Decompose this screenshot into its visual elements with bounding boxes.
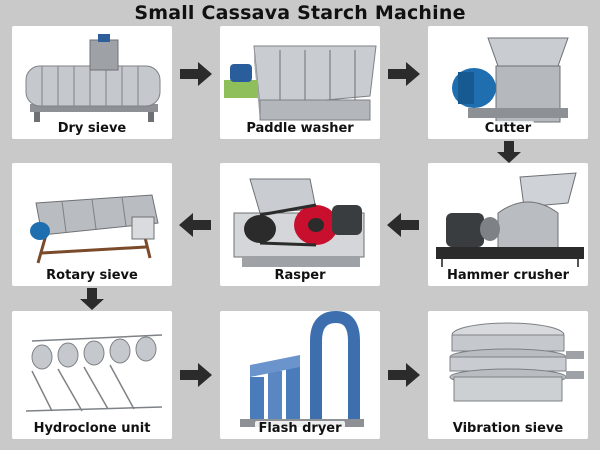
paddle-washer-illustration xyxy=(224,45,377,121)
step-rasper: Rasper xyxy=(220,163,380,286)
rotary-sieve-illustration xyxy=(30,194,159,264)
step-flash-dryer: Flash dryer xyxy=(220,311,380,439)
step-label: Rotary sieve xyxy=(43,268,141,283)
arrow-down-icon xyxy=(497,141,521,163)
arrow-right-icon xyxy=(388,62,420,86)
step-label: Vibration sieve xyxy=(449,421,567,436)
step-dry-sieve: Dry sieve xyxy=(12,26,172,139)
step-label: Cutter xyxy=(481,121,535,136)
vibration-sieve-illustration xyxy=(449,322,584,402)
flash-dryer-illustration xyxy=(240,311,364,427)
step-cutter: Cutter xyxy=(428,26,588,139)
hydroclone-illustration xyxy=(25,334,163,412)
step-label: Flash dryer xyxy=(255,421,345,436)
diagram-title: Small Cassava Starch Machine xyxy=(134,2,466,24)
step-rotary-sieve: Rotary sieve xyxy=(12,163,172,286)
rasper-illustration xyxy=(233,178,365,267)
cutter-illustration xyxy=(452,37,569,123)
step-label: Rasper xyxy=(271,268,329,283)
hammer-crusher-illustration xyxy=(436,172,584,267)
dry-sieve-illustration xyxy=(25,34,161,122)
arrow-left-icon xyxy=(387,213,419,237)
step-label: Paddle washer xyxy=(243,121,357,136)
step-hydroclone-unit: Hydroclone unit xyxy=(12,311,172,439)
step-vibration-sieve: Vibration sieve xyxy=(428,311,588,439)
arrow-left-icon xyxy=(179,213,211,237)
arrow-down-icon xyxy=(80,288,104,310)
step-label: Hydroclone unit xyxy=(30,421,154,436)
step-label: Hammer crusher xyxy=(443,268,573,283)
arrow-right-icon xyxy=(180,62,212,86)
arrow-right-icon xyxy=(388,363,420,387)
step-label: Dry sieve xyxy=(54,121,130,136)
step-hammer-crusher: Hammer crusher xyxy=(428,163,588,286)
arrow-right-icon xyxy=(180,363,212,387)
step-paddle-washer: Paddle washer xyxy=(220,26,380,139)
